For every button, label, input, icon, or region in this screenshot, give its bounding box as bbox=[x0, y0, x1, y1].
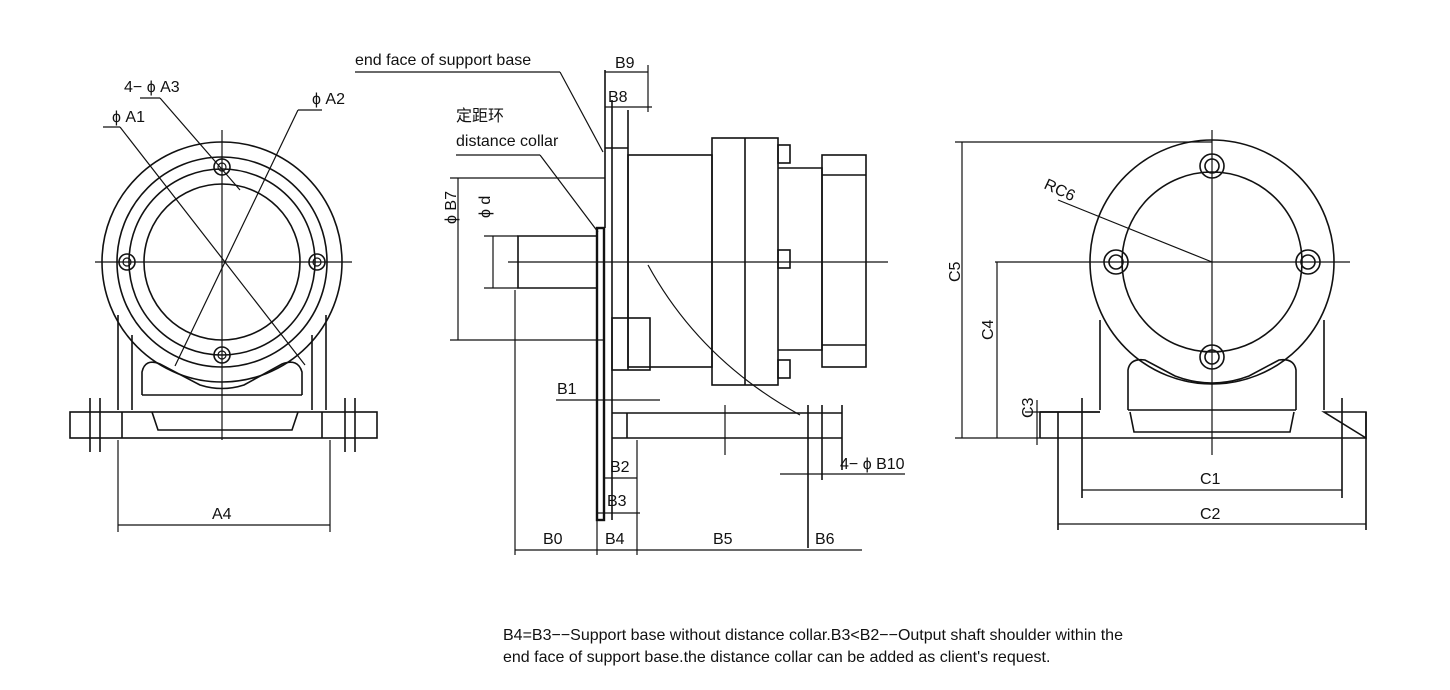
label-b4: B4 bbox=[605, 531, 625, 548]
label-phi-a3: 4− ϕ A3 bbox=[124, 79, 180, 96]
footnote: B4=B3−−Support base without distance col… bbox=[503, 625, 1323, 669]
label-a4: A4 bbox=[212, 506, 232, 523]
label-end-face: end face of support base bbox=[355, 52, 531, 69]
label-b3: B3 bbox=[607, 493, 627, 510]
label-phi-a1: ϕ A1 bbox=[112, 109, 145, 126]
label-cn-collar: 定距环 bbox=[456, 107, 504, 125]
label-phi-b7: ϕ B7 bbox=[443, 191, 460, 224]
label-phi-a2: ϕ A2 bbox=[312, 91, 345, 108]
footnote-line-1: B4=B3−−Support base without distance col… bbox=[503, 627, 1123, 644]
label-b2: B2 bbox=[610, 459, 630, 476]
label-c1: C1 bbox=[1200, 471, 1221, 488]
front-view: A4 4− ϕ A3 ϕ A1 ϕ A2 bbox=[69, 79, 378, 532]
label-c2: C2 bbox=[1200, 506, 1221, 523]
label-c4: C4 bbox=[980, 319, 997, 340]
label-phi-d: ϕ d bbox=[477, 196, 494, 218]
label-b6: B6 bbox=[815, 531, 835, 548]
label-c3: C3 bbox=[1020, 397, 1037, 418]
label-c5: C5 bbox=[947, 261, 964, 282]
label-distance-collar: distance collar bbox=[456, 133, 559, 150]
label-b8: B8 bbox=[608, 89, 628, 106]
label-b9: B9 bbox=[615, 55, 635, 72]
label-b0: B0 bbox=[543, 531, 563, 548]
side-view: end face of support base 定距环 distance co… bbox=[355, 52, 905, 555]
footnote-line-2: end face of support base.the distance co… bbox=[503, 649, 1051, 666]
label-b5: B5 bbox=[713, 531, 733, 548]
label-b1: B1 bbox=[557, 381, 577, 398]
label-b10: 4− ϕ B10 bbox=[840, 456, 905, 473]
rear-view: RC6 C5 C4 C3 C1 C2 bbox=[947, 130, 1367, 530]
